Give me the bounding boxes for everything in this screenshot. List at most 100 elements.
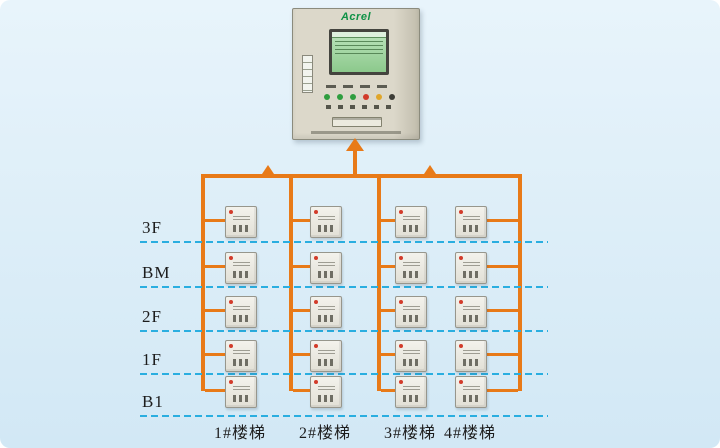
floor-separator-line bbox=[140, 373, 548, 375]
flow-arrow-icon bbox=[262, 165, 274, 174]
terminal-block bbox=[403, 225, 419, 232]
bus-branch bbox=[205, 219, 225, 222]
device-box bbox=[225, 206, 257, 238]
terminal-block bbox=[463, 359, 479, 366]
bus-branch bbox=[293, 389, 310, 392]
level-indicator bbox=[302, 55, 313, 93]
bus-branch bbox=[205, 389, 225, 392]
alarm-led-icon bbox=[229, 344, 233, 348]
device-text bbox=[233, 216, 250, 221]
alarm-led-icon bbox=[229, 256, 233, 260]
riser-to-cabinet bbox=[353, 150, 357, 176]
device-text bbox=[233, 262, 250, 267]
terminal-block bbox=[463, 395, 479, 402]
terminal-block bbox=[403, 395, 419, 402]
floor-label: B1 bbox=[142, 392, 164, 411]
floor-label: BM bbox=[142, 263, 171, 282]
terminal-block bbox=[463, 225, 479, 232]
terminal-block bbox=[233, 315, 249, 322]
terminal-block bbox=[233, 359, 249, 366]
alarm-led-icon bbox=[459, 344, 463, 348]
terminal-block bbox=[403, 315, 419, 322]
staircase-label: 4#楼梯 bbox=[443, 425, 496, 442]
device-text bbox=[403, 350, 420, 355]
acrel-logo: Acrel bbox=[340, 11, 372, 23]
device-box bbox=[455, 296, 487, 328]
alarm-led-icon bbox=[399, 300, 403, 304]
bus-branch bbox=[205, 353, 225, 356]
terminal-block bbox=[463, 271, 479, 278]
device-text bbox=[463, 262, 480, 267]
display-header bbox=[332, 32, 386, 38]
status-leds bbox=[324, 94, 395, 100]
bus-branch bbox=[205, 265, 225, 268]
terminal-block bbox=[318, 315, 334, 322]
printer-slot bbox=[332, 117, 382, 127]
device-box bbox=[310, 206, 342, 238]
terminal-block bbox=[318, 359, 334, 366]
bus-riser bbox=[289, 174, 293, 391]
bus-branch bbox=[205, 309, 225, 312]
device-box bbox=[310, 340, 342, 372]
device-text bbox=[233, 306, 250, 311]
device-box bbox=[225, 376, 257, 408]
terminal-block bbox=[233, 395, 249, 402]
device-text bbox=[233, 350, 250, 355]
terminal-block bbox=[403, 359, 419, 366]
device-text bbox=[233, 386, 250, 391]
bus-riser bbox=[518, 174, 522, 391]
device-text bbox=[463, 350, 480, 355]
bus-branch bbox=[293, 265, 310, 268]
alarm-led-icon bbox=[399, 344, 403, 348]
bus-branch bbox=[485, 389, 518, 392]
floor-separator-line bbox=[140, 330, 548, 332]
device-box bbox=[225, 252, 257, 284]
terminal-block bbox=[318, 225, 334, 232]
alarm-led-icon bbox=[399, 210, 403, 214]
alarm-led-icon bbox=[229, 210, 233, 214]
label-strip bbox=[326, 85, 387, 88]
staircase-label: 3#楼梯 bbox=[383, 425, 436, 442]
device-text bbox=[403, 386, 420, 391]
bus-branch bbox=[485, 353, 518, 356]
terminal-block bbox=[233, 271, 249, 278]
staircase-label: 2#楼梯 bbox=[298, 425, 351, 442]
device-box bbox=[395, 376, 427, 408]
terminal-block bbox=[233, 225, 249, 232]
device-box bbox=[310, 252, 342, 284]
device-box bbox=[225, 296, 257, 328]
floor-separator-line bbox=[140, 241, 548, 243]
bus-branch bbox=[381, 309, 395, 312]
green-led-icon bbox=[350, 94, 356, 100]
device-box bbox=[455, 376, 487, 408]
alarm-led-icon bbox=[459, 210, 463, 214]
alarm-led-icon bbox=[459, 300, 463, 304]
device-box bbox=[225, 340, 257, 372]
green-led-icon bbox=[324, 94, 330, 100]
device-text bbox=[403, 262, 420, 267]
terminal-block bbox=[318, 271, 334, 278]
device-text bbox=[463, 306, 480, 311]
terminal-block bbox=[403, 271, 419, 278]
alarm-led-icon bbox=[399, 256, 403, 260]
bus-branch bbox=[381, 265, 395, 268]
bus-branch bbox=[485, 309, 518, 312]
device-text bbox=[463, 216, 480, 221]
alarm-led-icon bbox=[314, 256, 318, 260]
cabinet-display bbox=[329, 29, 389, 75]
display-content bbox=[332, 32, 386, 72]
floor-separator-line bbox=[140, 286, 548, 288]
device-box bbox=[310, 376, 342, 408]
alarm-led-icon bbox=[314, 344, 318, 348]
device-text bbox=[463, 386, 480, 391]
bus-riser bbox=[377, 174, 381, 391]
bus-branch bbox=[381, 219, 395, 222]
floor-label: 2F bbox=[142, 307, 162, 326]
alarm-led-icon bbox=[459, 256, 463, 260]
device-text bbox=[403, 216, 420, 221]
device-text bbox=[318, 306, 335, 311]
terminal-block bbox=[318, 395, 334, 402]
staircase-label: 1#楼梯 bbox=[213, 425, 266, 442]
up-arrow-icon bbox=[346, 138, 364, 151]
bus-branch bbox=[381, 353, 395, 356]
